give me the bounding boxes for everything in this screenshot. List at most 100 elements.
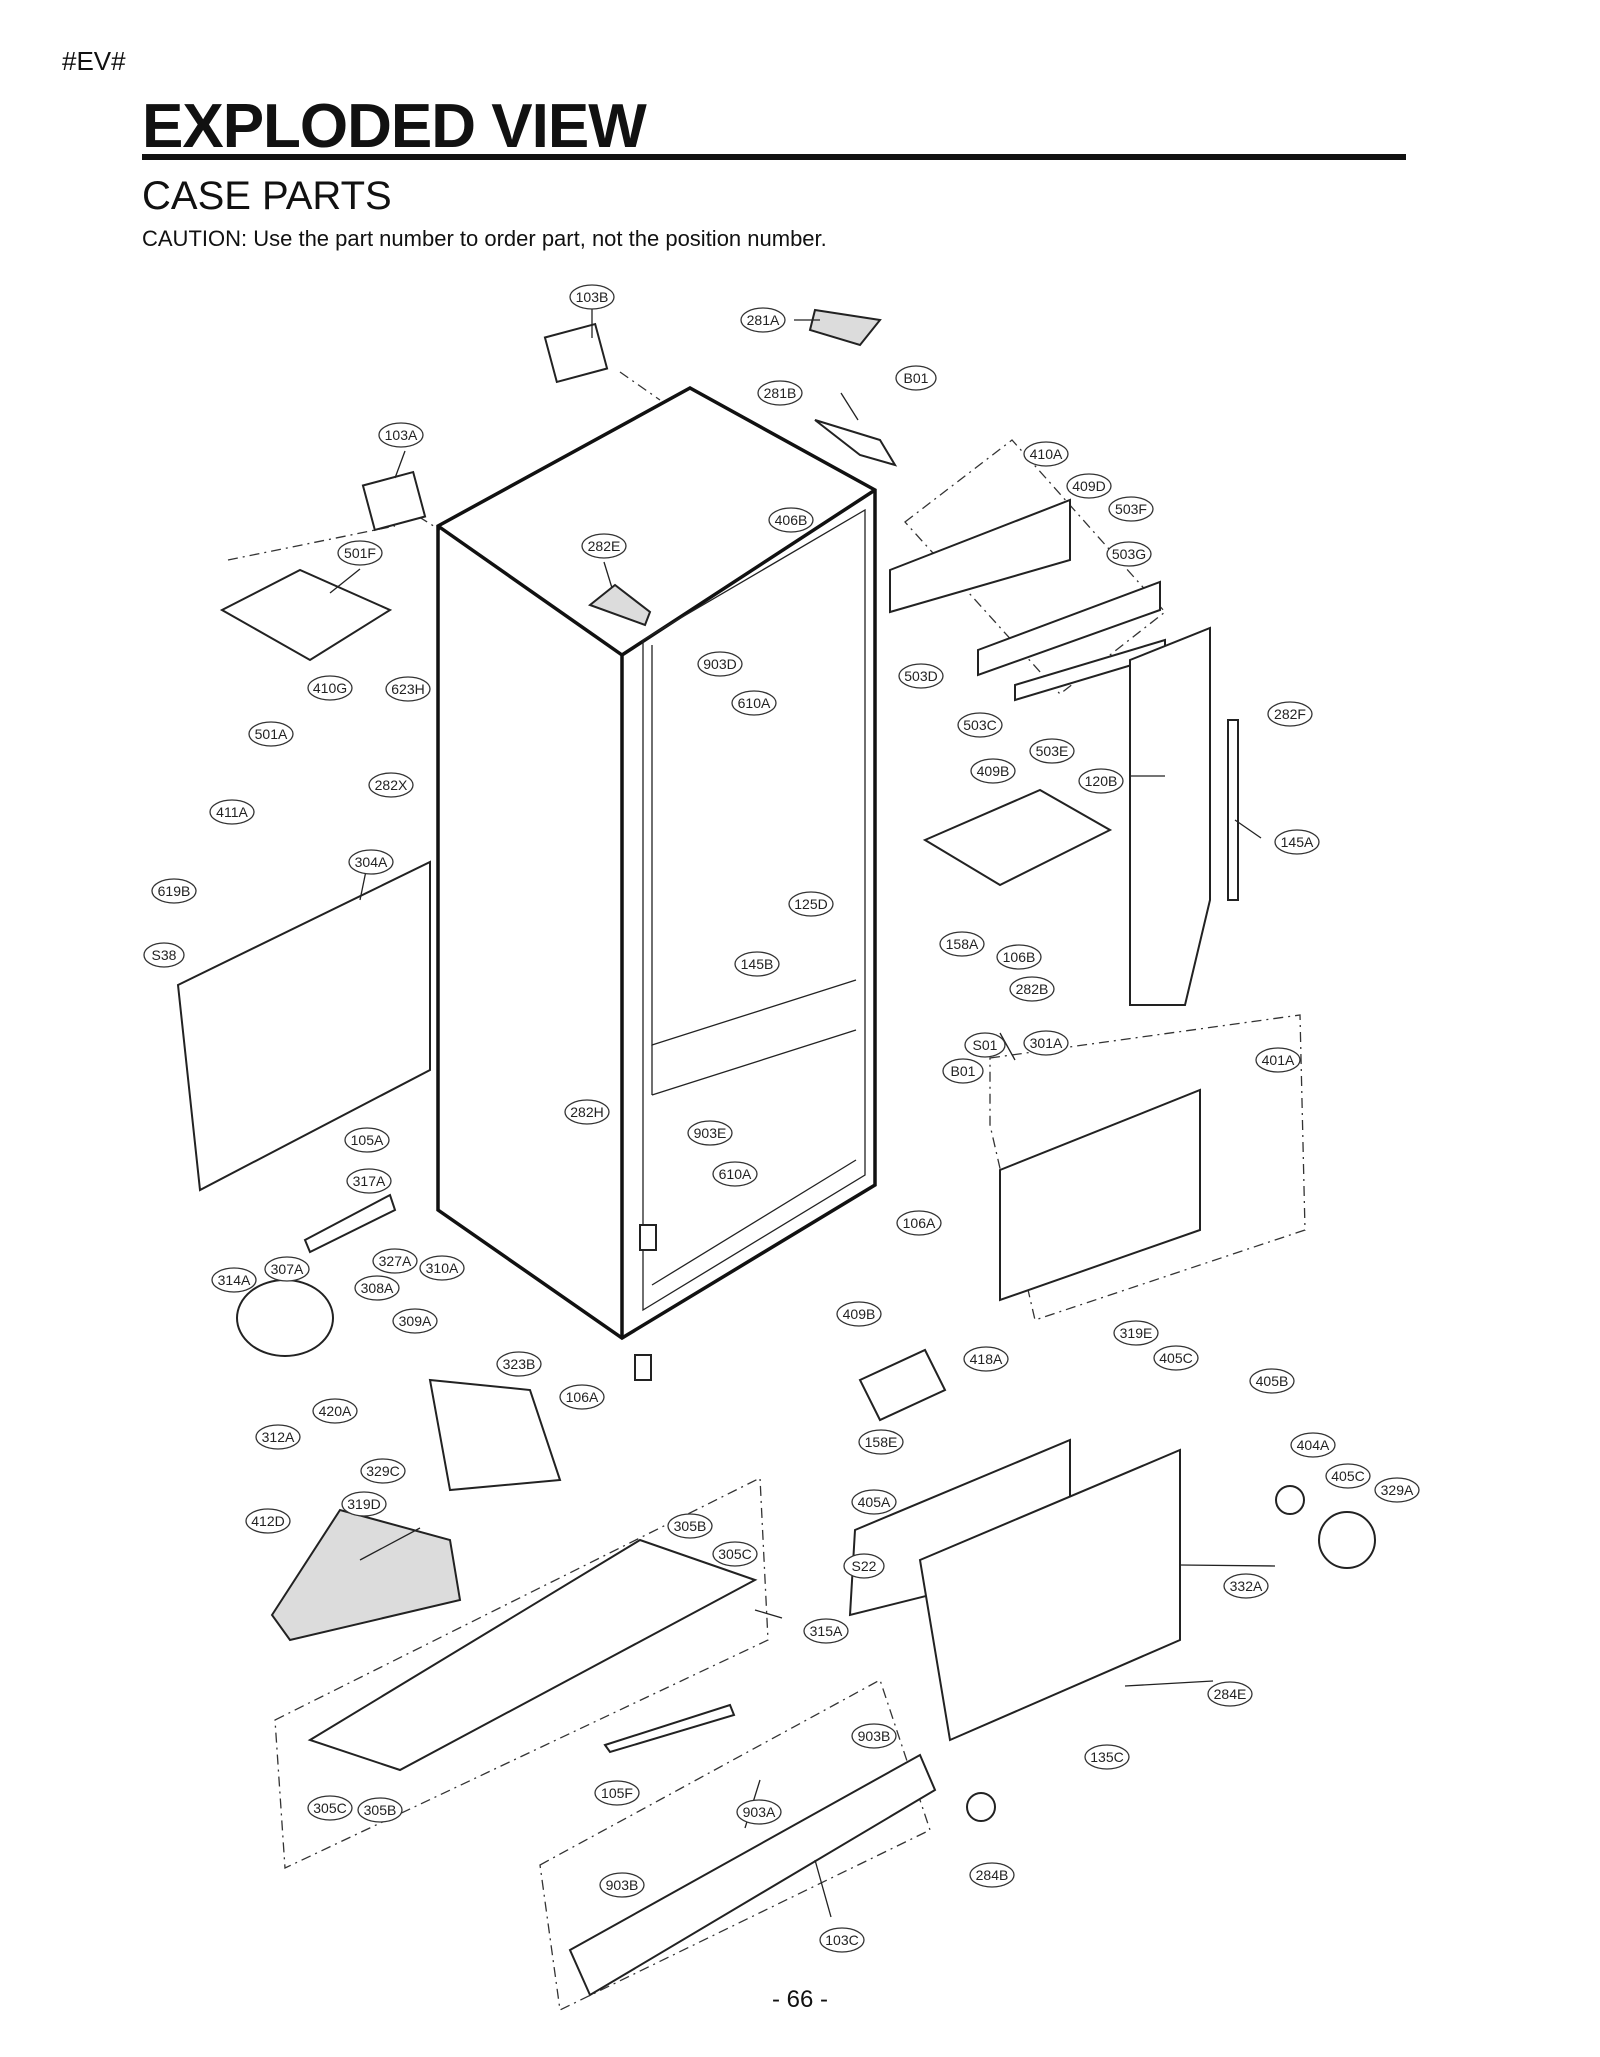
label-409B-lower: 409B bbox=[836, 1301, 882, 1327]
label-B01-lower: B01 bbox=[942, 1058, 984, 1084]
svg-text:406B: 406B bbox=[775, 512, 808, 528]
label-145B: 145B bbox=[734, 951, 780, 977]
label-418A: 418A bbox=[963, 1346, 1009, 1372]
svg-text:281A: 281A bbox=[747, 312, 780, 328]
svg-text:307A: 307A bbox=[271, 1261, 304, 1277]
label-903D: 903D bbox=[697, 651, 743, 677]
compressor-307A bbox=[236, 1279, 334, 1357]
svg-text:501F: 501F bbox=[344, 545, 376, 561]
svg-text:405C: 405C bbox=[1159, 1350, 1192, 1366]
label-S22: S22 bbox=[843, 1553, 885, 1579]
cabinet bbox=[436, 386, 877, 1341]
button-284B bbox=[966, 1792, 996, 1822]
label-309A: 309A bbox=[392, 1308, 438, 1334]
label-312A: 312A bbox=[255, 1424, 301, 1450]
label-305B: 305B bbox=[667, 1513, 713, 1539]
label-158A: 158A bbox=[939, 931, 985, 957]
label-406B: 406B bbox=[768, 507, 814, 533]
evaporator-301A bbox=[999, 1088, 1201, 1302]
label-405C: 405C bbox=[1153, 1345, 1199, 1371]
label-105A: 105A bbox=[344, 1127, 390, 1153]
svg-text:404A: 404A bbox=[1297, 1437, 1330, 1453]
label-319D: 319D bbox=[341, 1491, 387, 1517]
svg-text:610A: 610A bbox=[738, 695, 771, 711]
label-623H: 623H bbox=[385, 676, 431, 702]
label-S01: S01 bbox=[964, 1032, 1006, 1058]
svg-text:501A: 501A bbox=[255, 726, 288, 742]
svg-text:305C: 305C bbox=[718, 1546, 751, 1562]
label-327A: 327A bbox=[372, 1248, 418, 1274]
label-401A: 401A bbox=[1255, 1047, 1301, 1073]
leg-106A-right bbox=[639, 1224, 657, 1251]
svg-text:503D: 503D bbox=[904, 668, 937, 684]
label-284B: 284B bbox=[969, 1862, 1015, 1888]
motor-404A bbox=[1275, 1485, 1305, 1515]
svg-text:103C: 103C bbox=[825, 1932, 858, 1948]
svg-text:619B: 619B bbox=[158, 883, 191, 899]
label-501F: 501F bbox=[337, 540, 383, 566]
label-120B: 120B bbox=[1078, 768, 1124, 794]
bar-105F bbox=[603, 1703, 736, 1754]
svg-text:327A: 327A bbox=[379, 1253, 412, 1269]
drain-tray-319D bbox=[270, 1508, 462, 1642]
guide-line-1 bbox=[227, 525, 396, 561]
label-307A: 307A bbox=[264, 1256, 310, 1282]
svg-text:903B: 903B bbox=[606, 1877, 639, 1893]
label-103B: 103B bbox=[569, 284, 615, 310]
back-cover-304A bbox=[176, 860, 431, 1192]
label-409D: 409D bbox=[1066, 473, 1112, 499]
duct-120B bbox=[1129, 626, 1211, 1006]
svg-text:312A: 312A bbox=[262, 1429, 295, 1445]
label-903E: 903E bbox=[687, 1120, 733, 1146]
svg-text:284E: 284E bbox=[1214, 1686, 1247, 1702]
svg-text:410G: 410G bbox=[313, 680, 347, 696]
svg-text:317A: 317A bbox=[353, 1173, 386, 1189]
svg-text:405B: 405B bbox=[1256, 1373, 1289, 1389]
svg-text:284B: 284B bbox=[976, 1867, 1009, 1883]
label-S38: S38 bbox=[143, 942, 185, 968]
svg-text:420A: 420A bbox=[319, 1403, 352, 1419]
svg-text:282B: 282B bbox=[1016, 981, 1049, 997]
svg-text:282H: 282H bbox=[570, 1104, 603, 1120]
svg-text:S01: S01 bbox=[973, 1037, 998, 1053]
svg-text:301A: 301A bbox=[1030, 1035, 1063, 1051]
label-281A: 281A bbox=[740, 307, 786, 333]
label-323B: 323B bbox=[496, 1351, 542, 1377]
document-tag: #EV# bbox=[62, 46, 126, 76]
label-305C: 305C bbox=[712, 1541, 758, 1567]
label-610A-lower: 610A bbox=[712, 1161, 758, 1187]
svg-text:503F: 503F bbox=[1115, 501, 1147, 517]
label-308A: 308A bbox=[354, 1275, 400, 1301]
svg-text:903E: 903E bbox=[694, 1125, 727, 1141]
label-284E: 284E bbox=[1207, 1681, 1253, 1707]
label-305B-lower: 305B bbox=[357, 1797, 403, 1823]
svg-text:314A: 314A bbox=[218, 1272, 251, 1288]
svg-text:145A: 145A bbox=[1281, 834, 1314, 850]
svg-text:401A: 401A bbox=[1262, 1052, 1295, 1068]
guide-line-2 bbox=[619, 371, 661, 401]
svg-text:309A: 309A bbox=[399, 1313, 432, 1329]
label-106A: 106A bbox=[896, 1210, 942, 1236]
label-301A: 301A bbox=[1023, 1030, 1069, 1056]
page-subtitle: CASE PARTS bbox=[142, 174, 392, 218]
svg-text:105F: 105F bbox=[601, 1785, 633, 1801]
svg-text:281B: 281B bbox=[764, 385, 797, 401]
relay-317A bbox=[303, 1193, 397, 1254]
svg-text:B01: B01 bbox=[904, 370, 929, 386]
label-282B: 282B bbox=[1009, 976, 1055, 1002]
label-281B: 281B bbox=[757, 380, 803, 406]
fan-329A bbox=[1318, 1511, 1376, 1569]
svg-text:411A: 411A bbox=[216, 804, 248, 820]
label-412D: 412D bbox=[245, 1508, 291, 1534]
label-106B: 106B bbox=[996, 944, 1042, 970]
svg-text:120B: 120B bbox=[1085, 773, 1118, 789]
label-103C: 103C bbox=[819, 1927, 865, 1953]
svg-text:308A: 308A bbox=[361, 1280, 394, 1296]
svg-text:125D: 125D bbox=[794, 896, 827, 912]
shelf-158A bbox=[922, 788, 1113, 887]
svg-text:282F: 282F bbox=[1274, 706, 1306, 722]
svg-text:305C: 305C bbox=[313, 1800, 346, 1816]
svg-text:305B: 305B bbox=[364, 1802, 397, 1818]
label-405C-lower: 405C bbox=[1325, 1463, 1371, 1489]
